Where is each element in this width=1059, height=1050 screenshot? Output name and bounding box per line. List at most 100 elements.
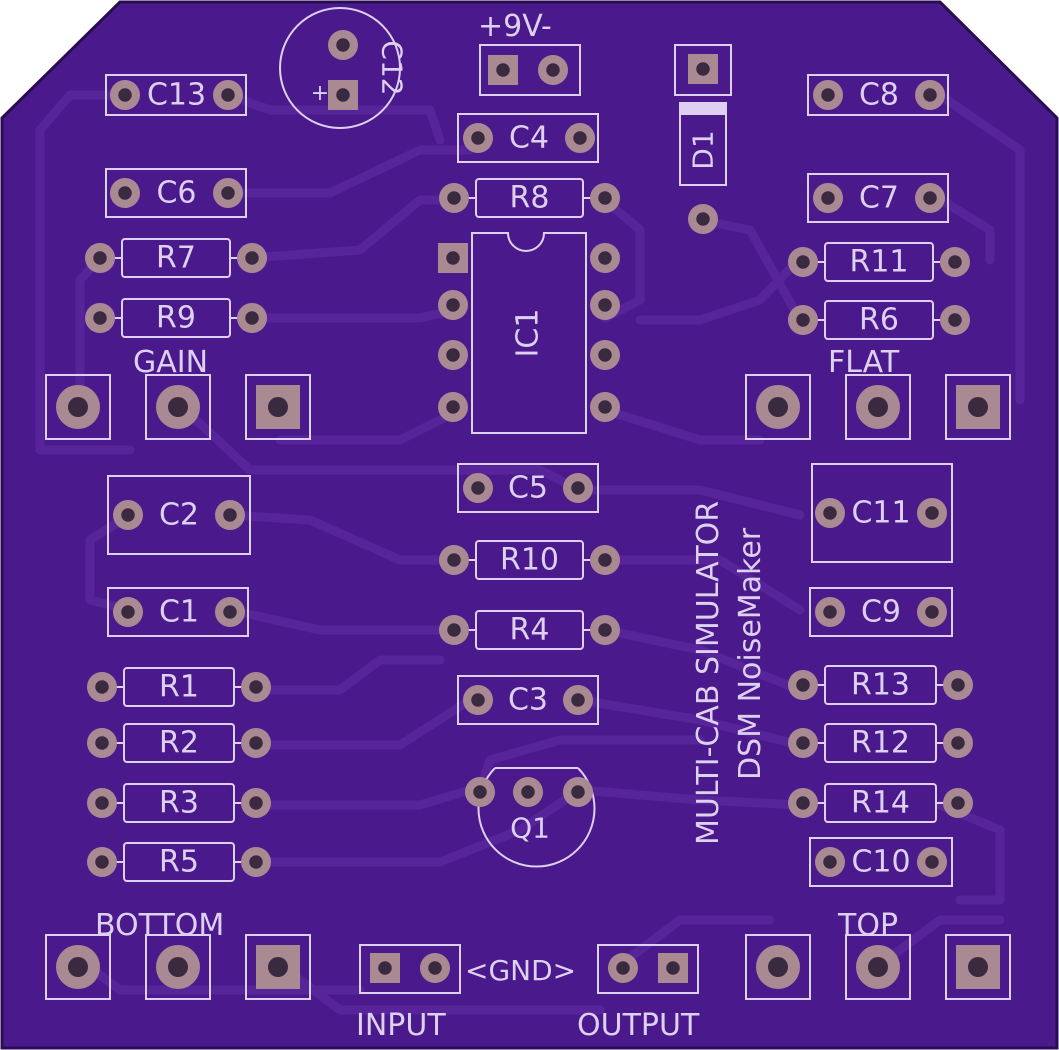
resistor-body xyxy=(123,723,235,763)
drill-hole xyxy=(823,506,837,520)
drill-hole xyxy=(473,785,487,799)
part-label-c1: C1 xyxy=(159,595,199,630)
input-label: INPUT xyxy=(356,1008,446,1043)
drill-hole xyxy=(598,298,612,312)
bottom-pot-pin-1 xyxy=(45,934,111,1000)
drill-hole xyxy=(948,313,962,327)
resistor-r1: R1 xyxy=(87,667,271,707)
drill-hole xyxy=(447,553,461,567)
drill-hole xyxy=(471,693,485,707)
pot-and-jack-pads xyxy=(45,374,1011,1000)
drill-hole xyxy=(95,680,109,694)
drill-hole xyxy=(245,251,259,265)
drill-hole xyxy=(446,298,460,312)
resistor-r12: R12 xyxy=(788,723,973,763)
drill-hole xyxy=(571,481,585,495)
drill-hole xyxy=(471,481,485,495)
input-header xyxy=(359,944,461,994)
drill-hole xyxy=(951,736,965,750)
drill-hole xyxy=(948,255,962,269)
resistor-body xyxy=(824,300,934,340)
diode-d1: D1 xyxy=(674,44,732,234)
drill-hole xyxy=(823,605,837,619)
drill-hole xyxy=(868,957,888,977)
capacitor-outline xyxy=(809,587,953,637)
part-label-ic1: IC1 xyxy=(511,309,546,358)
copper-traces xyxy=(35,90,1025,1015)
drill-hole xyxy=(616,961,630,975)
pad-outline xyxy=(45,374,111,440)
resistor-body xyxy=(824,242,934,282)
drill-hole xyxy=(446,400,460,414)
part-label-c9: C9 xyxy=(861,595,901,630)
ic-outline xyxy=(471,232,587,434)
part-label-r2: R2 xyxy=(159,726,199,761)
drill-hole xyxy=(168,397,188,417)
drill-hole xyxy=(68,957,88,977)
resistor-r14: R14 xyxy=(788,783,973,823)
drill-hole xyxy=(796,313,810,327)
part-label-q1: Q1 xyxy=(510,812,550,845)
pad-outline xyxy=(945,934,1011,1000)
drill-hole xyxy=(696,212,710,226)
resistor-body xyxy=(123,842,235,882)
drill-hole xyxy=(925,855,939,869)
drill-hole xyxy=(796,796,810,810)
drill-hole xyxy=(598,251,612,265)
drill-hole xyxy=(93,311,107,325)
drill-hole xyxy=(447,623,461,637)
drill-hole xyxy=(95,855,109,869)
drill-hole xyxy=(245,311,259,325)
part-label-r9: R9 xyxy=(156,301,196,336)
drill-hole xyxy=(796,255,810,269)
drill-hole xyxy=(223,508,237,522)
resistor-body xyxy=(475,178,584,218)
gain-pot-pin-1 xyxy=(45,374,111,440)
drill-hole xyxy=(666,961,680,975)
resistor-r3: R3 xyxy=(87,783,271,823)
drill-hole xyxy=(268,957,288,977)
part-label-c5: C5 xyxy=(508,471,548,506)
top-label: TOP xyxy=(837,908,898,943)
pad-outline xyxy=(45,934,111,1000)
pad-outline xyxy=(245,374,311,440)
drill-hole xyxy=(121,605,135,619)
drill-hole xyxy=(249,736,263,750)
top-pot-pin-1 xyxy=(745,934,811,1000)
power-label: +9V- xyxy=(478,9,552,44)
resistor-r10: R10 xyxy=(439,540,620,580)
capacitor-c8: C8 xyxy=(807,74,949,116)
resistor-r9: R9 xyxy=(85,298,267,338)
polarity-plus: + xyxy=(311,81,329,106)
header-outline xyxy=(359,944,461,994)
pad-outline xyxy=(145,374,211,440)
part-label-c3: C3 xyxy=(508,683,548,718)
pad-outline xyxy=(845,374,911,440)
part-label-c12: C12 xyxy=(376,40,409,95)
part-label-c7: C7 xyxy=(859,181,899,216)
drill-hole xyxy=(598,348,612,362)
gnd-label: <GND> xyxy=(465,954,576,987)
capacitor-outline xyxy=(279,7,401,129)
drill-hole xyxy=(571,693,585,707)
resistor-body xyxy=(824,723,937,763)
ic1-dip8: IC1 xyxy=(438,232,620,434)
capacitor-c10: C10 xyxy=(809,837,953,887)
drill-hole xyxy=(378,961,392,975)
power-header xyxy=(479,44,581,96)
part-label-r14: R14 xyxy=(851,786,910,821)
drill-hole xyxy=(598,623,612,637)
part-label-r3: R3 xyxy=(159,786,199,821)
capacitor-outline xyxy=(457,675,599,725)
drill-hole xyxy=(696,62,710,76)
pad-outline xyxy=(845,934,911,1000)
capacitor-outline xyxy=(457,463,599,513)
resistor-body xyxy=(121,238,231,278)
drill-hole xyxy=(923,88,937,102)
drill-hole xyxy=(598,191,612,205)
drill-hole xyxy=(925,605,939,619)
drill-hole xyxy=(121,508,135,522)
drill-hole xyxy=(95,736,109,750)
drill-hole xyxy=(446,348,460,362)
drill-hole xyxy=(93,251,107,265)
